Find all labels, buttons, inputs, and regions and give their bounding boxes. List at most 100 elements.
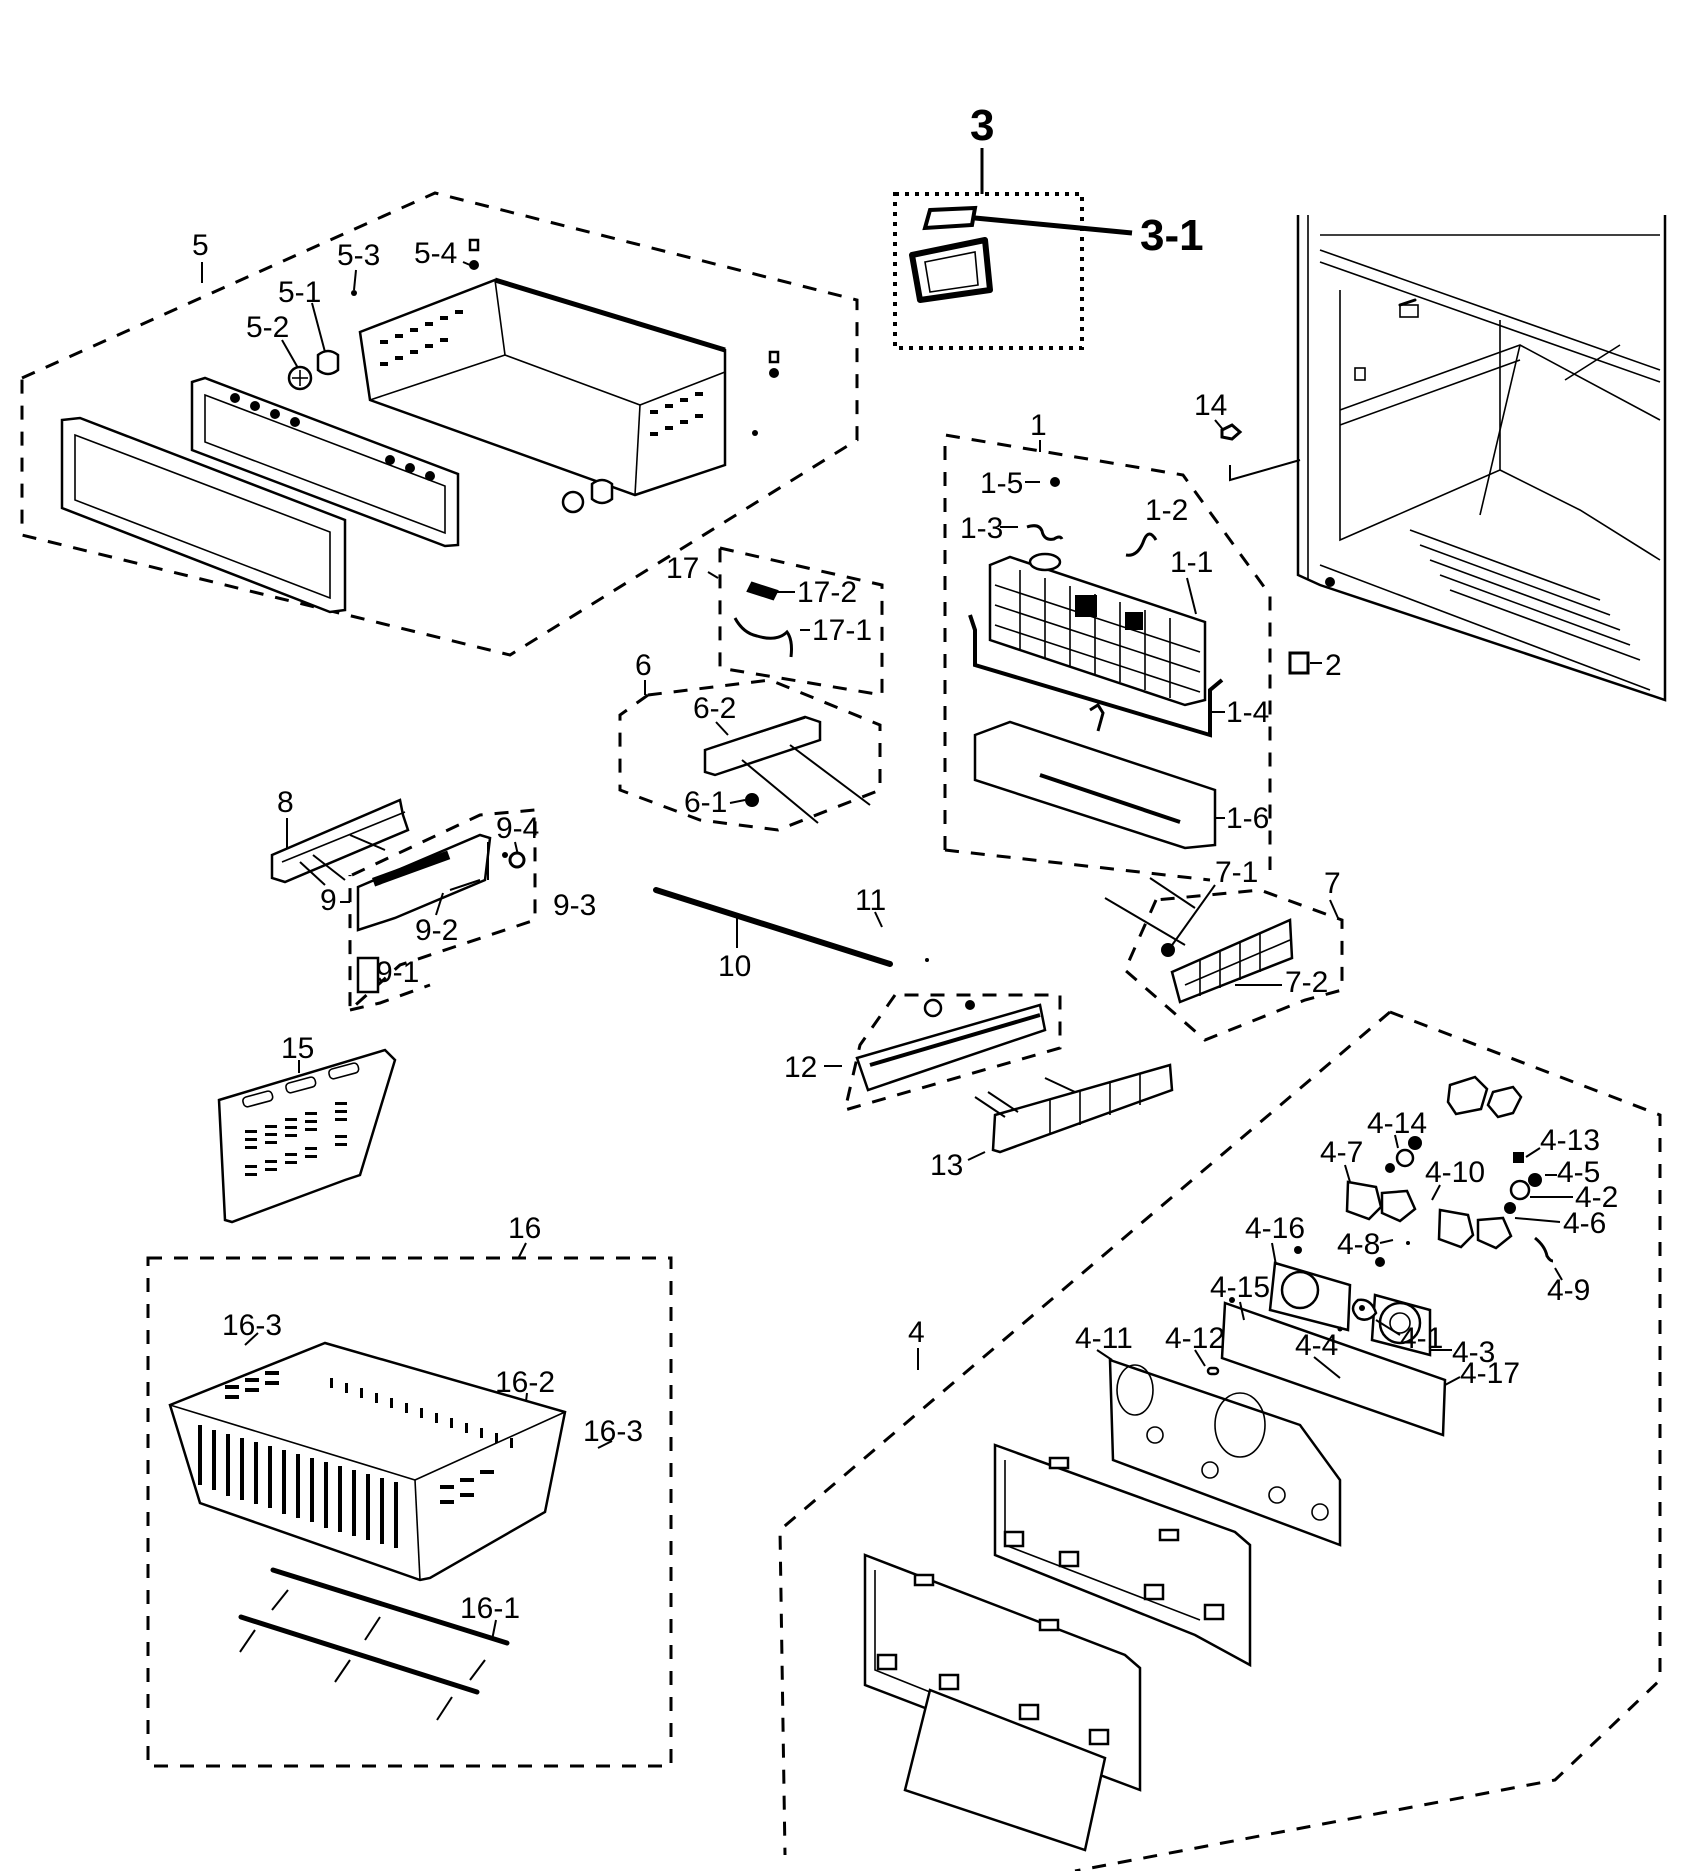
part-4-16-bracket: [1268, 1246, 1352, 1332]
part-10-rod: 10: [653, 887, 893, 983]
callout-1-4: 1-4: [1226, 696, 1269, 729]
callout-9: 9: [320, 884, 337, 917]
callout-7-2: 7-2: [1285, 966, 1328, 999]
callout-5-2: 5-2: [246, 311, 289, 344]
part-1-4-heater: [968, 614, 1224, 738]
group-box-3: [893, 192, 1084, 350]
part-6-2-rail: [703, 715, 822, 777]
part-3-cover: [909, 237, 993, 303]
part-11-screw: 11: [855, 884, 929, 962]
group-box-17: [718, 546, 884, 697]
callout-4-3: 4-3: [1452, 1336, 1495, 1369]
callout-4-16: 4-16: [1245, 1212, 1305, 1245]
part-16-2-basket: [168, 1341, 567, 1582]
callout-4-11: 4-11: [1075, 1322, 1133, 1355]
callout-9-4: 9-4: [496, 812, 539, 845]
part-7-2-grille: [1170, 918, 1294, 1004]
callout-1-1: 1-1: [1170, 546, 1213, 579]
part-4-1-fan-blade: [1351, 1298, 1378, 1321]
assembly-3: 3 3-1: [893, 101, 1204, 350]
part-17-2: [746, 581, 779, 601]
callout-4-7: 4-7: [1320, 1136, 1363, 1169]
callout-4-17: 4-17: [1460, 1357, 1520, 1390]
callout-8: 8: [277, 786, 294, 819]
part-8-rail: 8: [270, 786, 410, 886]
part-5-3-screw: [351, 290, 357, 296]
callout-7: 7: [1324, 867, 1341, 900]
callout-4-1: 4-1: [1400, 1322, 1443, 1355]
callout-9-1: 9-1: [376, 956, 419, 989]
callout-1-2: 1-2: [1145, 494, 1188, 527]
part-5-roller-right: [561, 350, 780, 514]
callout-5: 5: [192, 229, 209, 262]
callout-3: 3: [970, 101, 994, 150]
callout-4-6: 4-6: [1563, 1207, 1606, 1240]
callout-6: 6: [635, 649, 652, 682]
part-13-grille: 13: [930, 1063, 1174, 1182]
group-box-5: [20, 191, 859, 657]
drawer-front-panel: [60, 416, 347, 614]
callout-4-2: 4-2: [1575, 1181, 1618, 1214]
assembly-4: 4: [778, 1010, 1662, 1871]
callout-17-2: 17-2: [797, 576, 857, 609]
part-2: 2: [1288, 649, 1342, 682]
part-1-1-evaporator: [988, 552, 1207, 707]
callout-4-10: 4-10: [1425, 1156, 1485, 1189]
group-box-1: [943, 433, 1272, 870]
callout-2: 2: [1325, 649, 1342, 682]
callout-14: 14: [1194, 389, 1227, 422]
group-box-16: [146, 1256, 673, 1768]
callout-1-3: 1-3: [960, 512, 1003, 545]
part-15-cover: 15: [217, 1032, 397, 1224]
callout-10: 10: [718, 950, 751, 983]
callout-6-2: 6-2: [693, 692, 736, 725]
callout-13: 13: [930, 1149, 963, 1182]
assembly-9: 9 9-2 9-3 9-4 9-1: [320, 808, 596, 1014]
part-5-4-clip: [468, 238, 480, 270]
callout-4-14: 4-14: [1367, 1107, 1427, 1140]
callout-3-1: 3-1: [1140, 211, 1204, 260]
callout-9-3: 9-3: [553, 889, 596, 922]
callout-4: 4: [908, 1316, 925, 1349]
callout-5-3: 5-3: [337, 239, 380, 272]
part-4-11-plate: [1108, 1358, 1342, 1547]
callout-16-3-right: 16-3: [583, 1415, 643, 1448]
callout-16-1: 16-1: [460, 1592, 520, 1625]
part-4-17-cover: [1220, 1297, 1447, 1437]
group-box-9: [348, 808, 537, 1014]
callout-4-5: 4-5: [1557, 1156, 1600, 1189]
group-box-12: [842, 993, 1062, 1113]
assembly-16: 16 16-3 16-2 16-3: [146, 1212, 673, 1768]
assembly-5: 5 5-3 5-4 5-1 5-2: [20, 191, 859, 657]
part-17-1-wire: [733, 617, 793, 658]
assembly-1: 1 1-5 1-3 1-2 1-1 1-4: [943, 409, 1272, 882]
callout-15: 15: [281, 1032, 314, 1065]
callout-4-8: 4-8: [1337, 1228, 1380, 1261]
assembly-17: 17 17-2 17-1: [666, 546, 884, 697]
callout-5-1: 5-1: [278, 276, 321, 309]
assembly-6: 6 6-2 6-1: [618, 649, 882, 832]
part-5-2-roller: [287, 365, 313, 391]
callout-12: 12: [784, 1051, 817, 1084]
callout-4-4: 4-4: [1295, 1329, 1338, 1362]
part-14: 14: [1194, 389, 1301, 482]
assembly-12: 12: [784, 993, 1062, 1113]
group-box-6: [618, 678, 882, 832]
group-box-7: [1123, 888, 1344, 1042]
part-1-6-cover: [973, 702, 1217, 850]
callout-1-6: 1-6: [1226, 802, 1269, 835]
callout-4-12: 4-12: [1165, 1322, 1225, 1355]
part-5-1-roller-cap: [316, 349, 340, 376]
callout-16-3-left: 16-3: [222, 1309, 282, 1342]
part-9-2-bracket: [356, 833, 492, 932]
callout-17-1: 17-1: [812, 614, 872, 647]
drawer-inner-frame: [190, 376, 460, 548]
callout-4-15: 4-15: [1210, 1271, 1270, 1304]
callout-1-5: 1-5: [980, 467, 1023, 500]
callout-16: 16: [508, 1212, 541, 1245]
part-16-1-rails: [238, 1567, 510, 1721]
refrigerator-cabinet: [1296, 215, 1667, 702]
callout-1: 1: [1030, 409, 1047, 442]
callout-7-1: 7-1: [1215, 856, 1258, 889]
